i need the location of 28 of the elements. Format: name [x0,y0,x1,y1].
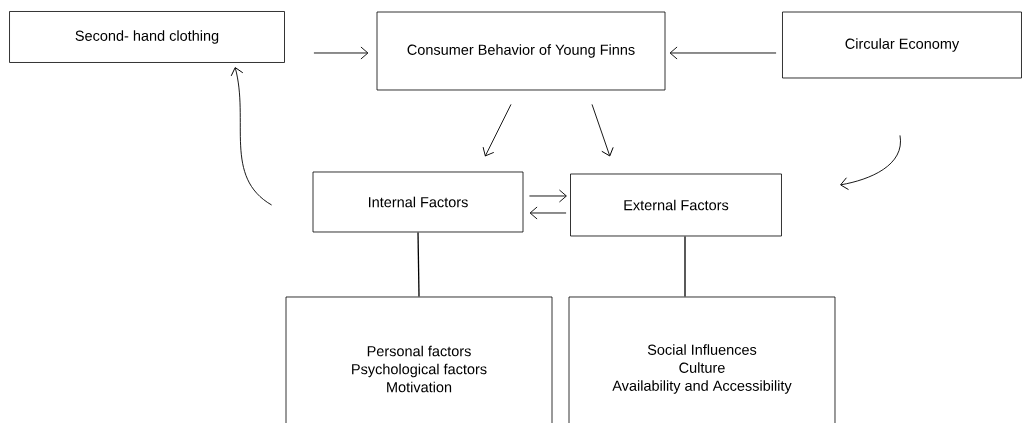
arrow [313,46,369,60]
node-label: Motivation [387,381,452,393]
arrow [669,46,777,60]
arrow [840,134,901,190]
arrow [230,67,273,206]
concept-box [9,11,285,63]
connector-line [684,235,686,298]
node-label: Social Influences [647,344,757,355]
arrow [529,206,567,220]
connector-line [417,231,420,298]
node-label: Second- hand clothing [75,30,219,44]
node-label: Psychological factors [352,363,487,378]
factor-box [312,171,524,233]
factor-box [570,173,782,237]
node-label: Availability and Accessibility [612,380,792,394]
node-label: Culture [679,362,725,373]
arrow [482,103,512,157]
factor-list-box [568,296,836,423]
concept-box [376,11,666,91]
factor-list-box [285,296,553,423]
node-label: Circular Economy [845,38,960,52]
arrow [591,103,614,157]
concept-box [782,11,1022,79]
arrow [528,189,567,203]
node-label: Internal Factors [368,196,468,208]
node-label: Personal factors [367,345,471,357]
node-label: External Factors [624,199,729,211]
node-label: Consumer Behavior of Young Finns [407,44,635,58]
